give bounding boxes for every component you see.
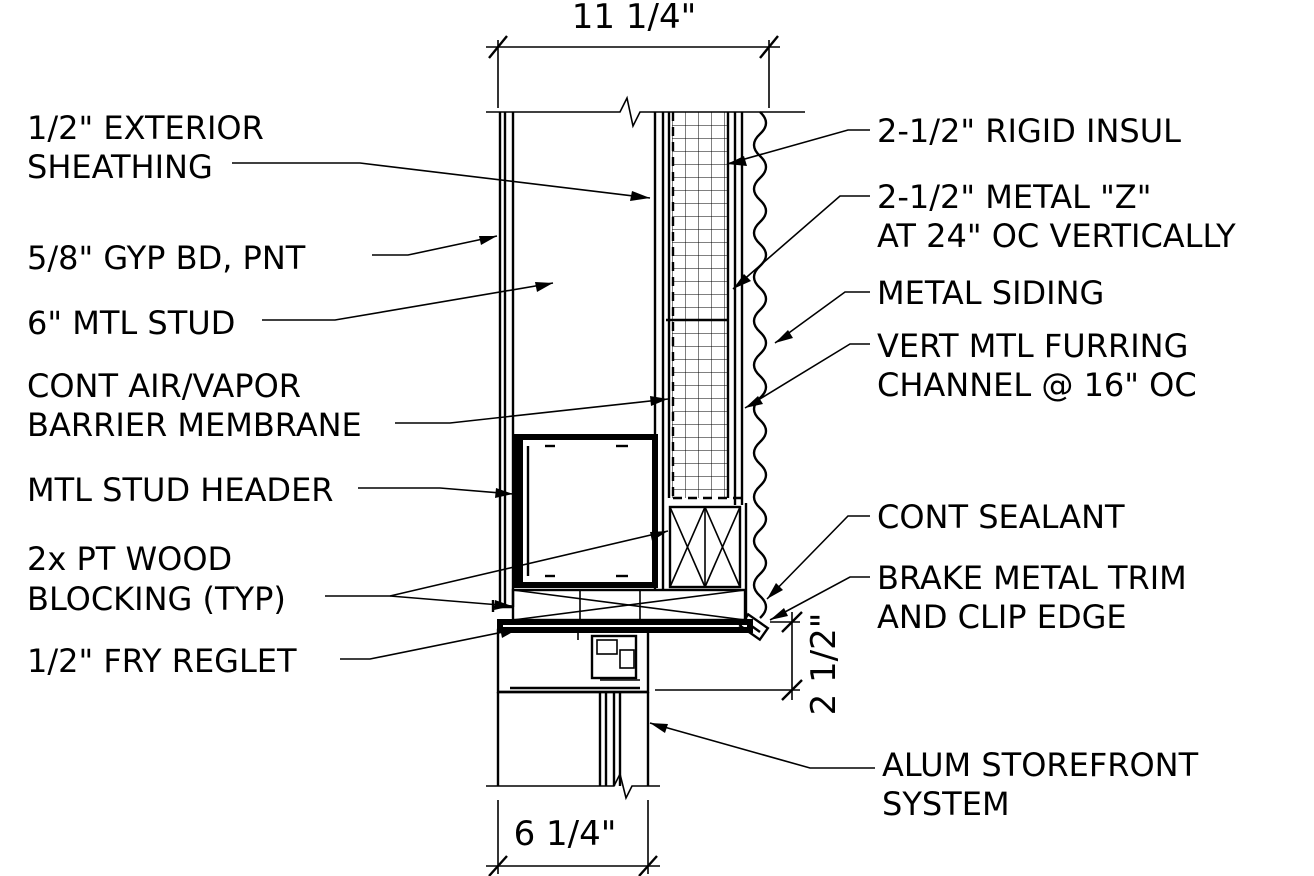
rigid-insulation [666,112,742,500]
label-exterior-sheathing-line1: 1/2" EXTERIOR [27,109,264,147]
label-brake-trim-line1: BRAKE METAL TRIM [877,559,1187,597]
label-furring-line2: CHANNEL @ 16" OC [877,366,1197,404]
label-air-vapor-line1: CONT AIR/VAPOR [27,367,301,405]
label-metal-z-line1: 2-1/2" METAL "Z" [877,178,1151,216]
right-labels: 2-1/2" RIGID INSUL 2-1/2" METAL "Z" AT 2… [877,112,1236,823]
storefront-frame [486,690,660,801]
label-rigid-insul: 2-1/2" RIGID INSUL [877,112,1181,150]
label-storefront-line2: SYSTEM [882,785,1010,823]
dimension-right: 2 1/2" [655,611,844,716]
label-brake-trim-line2: AND CLIP EDGE [877,598,1127,636]
label-fry-reglet: 1/2" FRY REGLET [27,642,297,680]
dimension-bottom-text: 6 1/4" [514,814,617,854]
left-leaders [232,162,669,660]
label-metal-siding: METAL SIDING [877,274,1104,312]
metal-stud-header [514,434,658,588]
dimension-bottom: 6 1/4" [486,800,660,876]
label-mtl-stud: 6" MTL STUD [27,304,235,342]
label-metal-z-line2: AT 24" OC VERTICALLY [877,217,1236,255]
label-stud-header: MTL STUD HEADER [27,471,334,509]
dimension-top-text: 11 1/4" [572,0,696,37]
label-air-vapor-line2: BARRIER MEMBRANE [27,406,362,444]
dimension-right-text: 2 1/2" [804,613,844,716]
furring-channel [733,112,744,505]
dimension-top: 11 1/4" [486,0,780,108]
label-cont-sealant: CONT SEALANT [877,498,1125,536]
label-storefront-line1: ALUM STOREFRONT [882,746,1199,784]
label-gyp-bd: 5/8" GYP BD, PNT [27,239,306,277]
storefront-head [496,619,753,694]
break-line-top [486,95,805,129]
right-leaders [649,129,875,769]
label-wood-blocking-line1: 2x PT WOOD [27,540,232,578]
label-wood-blocking-line2: BLOCKING (TYP) [27,580,286,618]
left-labels: 1/2" EXTERIOR SHEATHING 5/8" GYP BD, PNT… [27,109,362,680]
wood-blocking [511,505,747,622]
gypsum-board [491,112,515,612]
label-furring-line1: VERT MTL FURRING [877,327,1188,365]
metal-siding [752,111,768,619]
label-exterior-sheathing-line2: SHEATHING [27,148,213,186]
